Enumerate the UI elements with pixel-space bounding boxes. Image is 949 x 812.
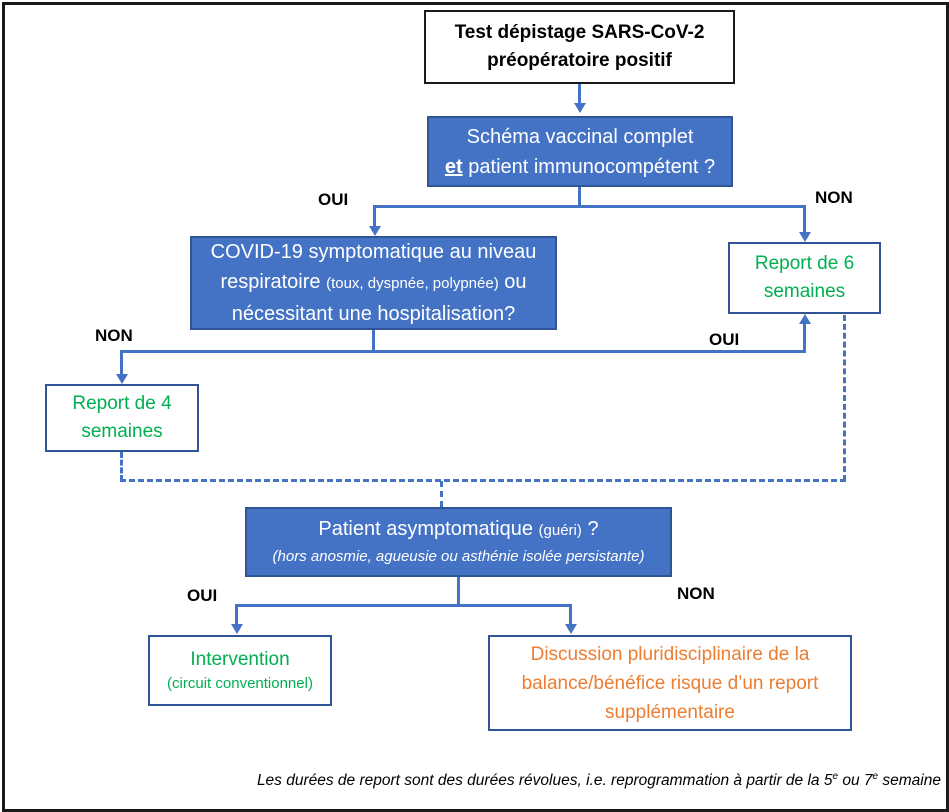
- connector-covid-no-drop: [120, 350, 123, 375]
- node-covid-line2: respiratoire (toux, dyspnée, polypnée) o…: [192, 267, 555, 299]
- footer-sup1: e: [832, 771, 839, 782]
- connector-asympto-yes-drop: [235, 604, 238, 625]
- node-report6-line1: Report de 6: [754, 253, 855, 274]
- node-start: Test dépistage SARS-CoV-2 préopératoire …: [424, 10, 735, 84]
- dashed-into-asympto: [440, 481, 443, 507]
- connector-vaccine-split: [373, 205, 806, 208]
- node-vaccine-line1: Schéma vaccinal complet: [466, 125, 694, 148]
- node-covid-line2-small: (toux, dyspnée, polypnée): [326, 275, 499, 292]
- node-vaccine-et: et: [444, 155, 463, 178]
- arrowhead-into-vaccine: [574, 103, 586, 113]
- connector-start-to-vaccine: [578, 84, 581, 104]
- branch-label-asympto-oui: OUI: [187, 586, 218, 605]
- node-discussion-line3: supplémentaire: [605, 701, 735, 723]
- branch-label-vaccine-non: NON: [815, 188, 853, 207]
- connector-asympto-stem: [457, 577, 460, 607]
- node-report4-line2: semaines: [81, 421, 163, 442]
- connector-asympto-split: [235, 604, 572, 607]
- node-asymptomatic-question: Patient asymptomatique (guéri) ? (hors a…: [245, 507, 672, 577]
- connector-covid-split: [120, 350, 806, 353]
- node-start-line2: préopératoire positif: [487, 50, 672, 71]
- connector-vaccine-stem: [578, 187, 581, 208]
- node-intervention-line2: (circuit conventionnel): [167, 674, 313, 692]
- footer-note: Les durées de report sont des durées rév…: [257, 771, 941, 790]
- footer-part3: semaine: [878, 772, 941, 790]
- connector-asympto-no-drop: [569, 604, 572, 625]
- node-covid-line2-b: ou: [498, 271, 527, 293]
- node-start-line1: Test dépistage SARS-CoV-2: [454, 22, 705, 43]
- dashed-report6-down: [843, 315, 846, 481]
- node-asympto-line1-b: ?: [581, 518, 599, 540]
- dashed-horizontal-merge: [120, 479, 846, 482]
- branch-label-covid-oui: OUI: [709, 330, 740, 349]
- node-report6-line2: semaines: [763, 281, 846, 302]
- footer-part1: Les durées de report sont des durées rév…: [256, 772, 833, 790]
- node-asympto-line1-small: (guéri): [538, 522, 582, 539]
- connector-vaccine-yes-drop: [373, 205, 376, 227]
- connector-vaccine-no-drop: [803, 205, 806, 233]
- node-intervention: Intervention (circuit conventionnel): [148, 635, 332, 706]
- node-report-6-weeks: Report de 6 semaines: [728, 242, 881, 314]
- branch-label-vaccine-oui: OUI: [318, 190, 349, 209]
- connector-covid-yes-riser: [803, 323, 806, 353]
- connector-covid-stem: [372, 330, 375, 353]
- dashed-report4-down: [120, 452, 123, 481]
- branch-label-asympto-non: NON: [677, 584, 715, 603]
- node-asympto-line2: (hors anosmie, agueusie ou asthénie isol…: [272, 548, 645, 565]
- node-covid-line3: nécessitant une hospitalisation?: [231, 303, 516, 325]
- node-intervention-line1: Intervention: [190, 648, 290, 670]
- node-covid-line1: COVID-19 symptomatique au niveau: [210, 241, 537, 263]
- node-report-4-weeks: Report de 4 semaines: [45, 384, 199, 452]
- node-asympto-line1-a: Patient asymptomatique: [318, 518, 539, 540]
- footer-part2: ou 7: [838, 772, 873, 790]
- node-report4-line1: Report de 4: [72, 393, 172, 414]
- node-discussion-line2: balance/bénéfice risque d’un report: [521, 672, 819, 694]
- node-vaccine-question: Schéma vaccinal complet et patient immun…: [427, 116, 733, 187]
- footer-sup2: e: [872, 771, 879, 782]
- arrowhead-up-into-report6: [799, 314, 811, 324]
- node-vaccine-line2-rest: patient immunocompétent ?: [462, 155, 716, 178]
- arrowhead-into-report6: [799, 232, 811, 242]
- node-asympto-line1: Patient asymptomatique (guéri) ?: [247, 515, 670, 545]
- arrowhead-into-discussion: [565, 624, 577, 634]
- branch-label-covid-non: NON: [95, 326, 133, 345]
- node-discussion-line1: Discussion pluridisciplinaire de la: [530, 643, 810, 665]
- node-covid-question: COVID-19 symptomatique au niveau respira…: [190, 236, 557, 330]
- node-discussion: Discussion pluridisciplinaire de la bala…: [488, 635, 852, 731]
- arrowhead-into-report4: [116, 374, 128, 384]
- arrowhead-into-intervention: [231, 624, 243, 634]
- node-covid-line2-a: respiratoire: [220, 271, 327, 293]
- node-vaccine-line2: et patient immunocompétent ?: [429, 152, 731, 182]
- arrowhead-into-covid: [369, 226, 381, 236]
